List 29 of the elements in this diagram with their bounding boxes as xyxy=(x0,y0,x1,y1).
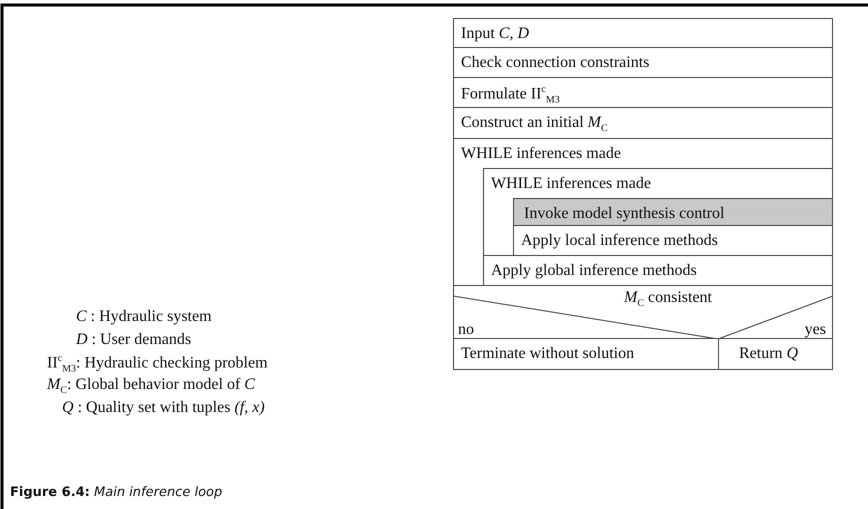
definition-text: C : Hydraulic system xyxy=(76,308,212,326)
step-text: WHILE inferences made xyxy=(491,176,651,192)
step-text: Apply global inference methods xyxy=(491,263,697,279)
step-text: Apply local inference methods xyxy=(521,233,718,249)
branch-label: yes xyxy=(804,322,826,338)
step-text: Check connection constraints xyxy=(461,55,650,71)
step-text: Return Q xyxy=(739,346,798,362)
definition-text: II$^{c}$$_{M3}$: Hydraulic checking problem xyxy=(47,353,268,375)
definition-text: D : User demands xyxy=(76,331,192,349)
step-text: WHILE inferences made xyxy=(461,146,621,162)
step-text: Input C, D xyxy=(461,26,530,42)
loop-block xyxy=(453,138,833,286)
loop-block xyxy=(483,168,833,256)
step-text: Construct an initial M$_{C}$ xyxy=(461,115,608,134)
condition-text: M$_{C}$ consistent xyxy=(624,290,712,310)
process-row xyxy=(453,107,833,139)
process-row xyxy=(453,77,833,108)
step-text: Terminate without solution xyxy=(461,346,634,362)
branch-label: no xyxy=(458,322,474,338)
figure-caption: Figure 6.4: Main inference loop xyxy=(10,485,222,500)
decision-block xyxy=(453,285,833,339)
definition-text: M$_{C}$: Global behavior model of C xyxy=(47,376,255,396)
step-text: Invoke model synthesis control xyxy=(524,206,724,222)
process-row xyxy=(513,198,833,226)
process-row xyxy=(453,338,719,370)
process-row xyxy=(718,338,833,370)
process-row xyxy=(453,18,833,48)
definition-text: Q : Quality set with tuples (f, x) xyxy=(62,399,265,417)
process-row xyxy=(453,47,833,78)
